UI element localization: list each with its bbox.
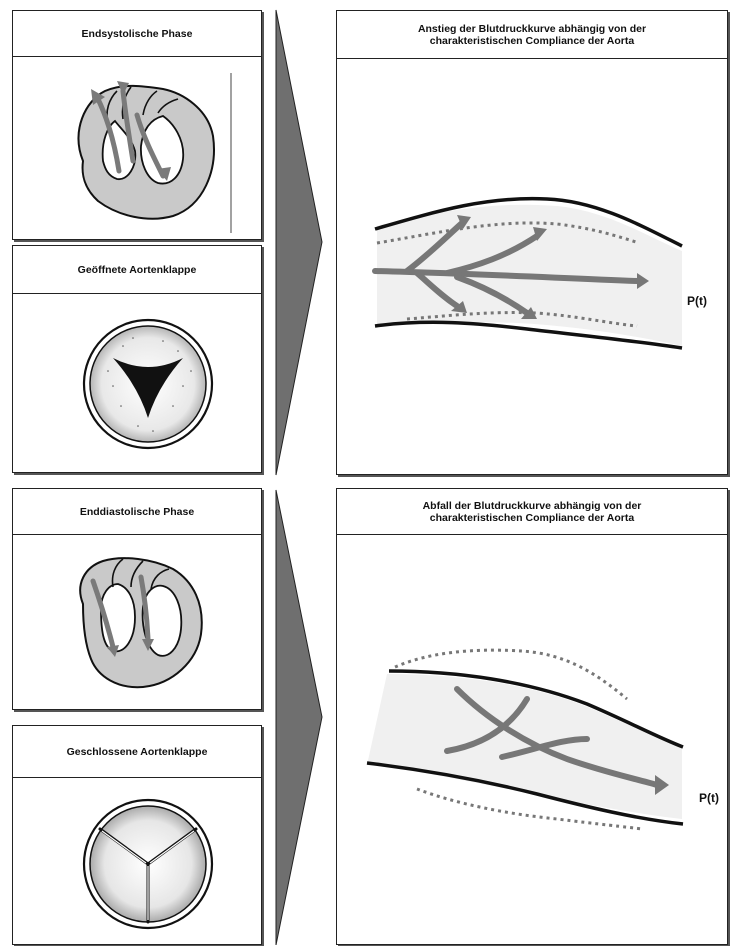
aorta-fall-figure xyxy=(337,489,729,946)
valve-open-panel: Geöffnete Aortenklappe xyxy=(12,245,262,473)
top-connector-arrow xyxy=(276,10,322,475)
closed-valve-figure xyxy=(13,726,263,946)
pressure-rise-panel: Anstieg der Blutdruckkurve abhängig von … xyxy=(336,10,728,475)
systole-panel: Endsystolische Phase xyxy=(12,10,262,240)
open-valve-figure xyxy=(13,246,263,474)
pressure-fall-panel: Abfall der Blutdruckkurve abhängig von d… xyxy=(336,488,728,945)
aorta-rise-figure xyxy=(337,11,729,476)
heart-systole-figure xyxy=(13,11,263,241)
pressure-label-bottom: P(t) xyxy=(699,791,719,805)
pressure-label-top: P(t) xyxy=(687,294,707,308)
diastole-panel: Enddiastolische Phase xyxy=(12,488,262,710)
heart-diastole-figure xyxy=(13,489,263,711)
bottom-connector-arrow xyxy=(276,490,322,945)
valve-closed-panel: Geschlossene Aortenklappe xyxy=(12,725,262,945)
